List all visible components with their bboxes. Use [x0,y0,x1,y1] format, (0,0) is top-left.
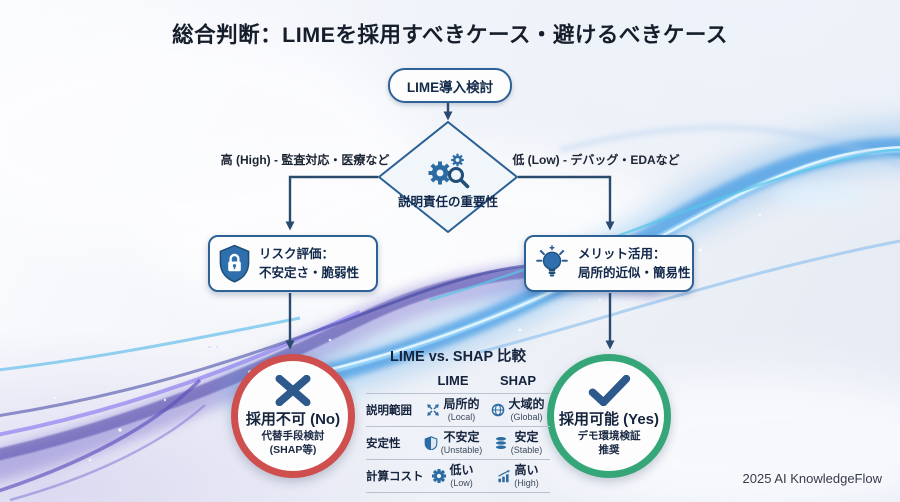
column-header-shap: SHAP [499,373,537,388]
stability-shap-sub: (Stable) [510,444,543,455]
stability-shap-value: 安定 [514,430,539,445]
accept-sub1-label: デモ環境検証 [577,429,641,442]
cost-shap-value: 高い [514,463,539,478]
cost-lime-value: 低い [449,463,474,478]
accept-sub2-label: 推奨 [598,444,620,456]
gears-search-icon [428,153,470,189]
row-label-cost: 計算コスト [366,459,424,494]
reject-circle: 採用不可 (No) 代替手段検討 (SHAP等) [231,354,355,478]
reject-sub2-label: (SHAP等) [269,444,317,456]
cell-stability-shap: 安定 (Stable) [486,426,550,459]
stability-lime-sub: (Unstable) [440,444,483,455]
merit-box-line1: メリット活用： [578,247,666,262]
x-mark-icon [275,374,311,406]
globe-icon [492,403,505,417]
arrows-expand-icon [427,404,440,416]
cost-lime-sub: (Low) [450,478,473,489]
database-icon [494,436,507,450]
branch-label-high: 高 (High) - 監査対応・医療など [220,153,390,167]
footer-credit: 2025 AI KnowledgeFlow [742,471,882,486]
cell-scope-lime: 局所的 (Local) [420,393,486,426]
lightbulb-icon [534,245,570,282]
comparison-table: LIME vs. SHAP 比較 LIME SHAP 説明範囲 [366,345,550,494]
risk-box-line1: リスク評価： [259,247,335,262]
checkmark-icon [588,374,631,406]
accept-circle: 採用可能 (Yes) デモ環境検証 推奨 [547,354,671,478]
column-header-lime: LIME [437,373,469,388]
start-node: LIME導入検討 [388,68,512,103]
cost-shap-sub: (High) [514,478,539,489]
scope-shap-sub: (Global) [510,411,543,422]
header-spacer [366,373,420,393]
merit-box-line2: 局所的近似・簡易性 [578,265,691,280]
gear-icon [432,469,447,484]
merit-box: メリット活用： 局所的近似・簡易性 [524,235,694,292]
stability-lime-value: 不安定 [443,430,480,445]
page-title: 総合判断：LIMEを採用すべきケース・避けるべきケース [172,23,728,47]
decision-label: 説明責任の重要性 [397,195,498,209]
scope-lime-sub: (Local) [447,411,476,422]
shield-lock-icon [218,244,251,283]
scope-shap-value: 大域的 [508,397,545,411]
cell-stability-lime: 不安定 (Unstable) [420,426,486,459]
accept-main-label: 採用可能 (Yes) [558,410,660,428]
row-label-stability: 安定性 [366,426,420,459]
reject-main-label: 採用不可 (No) [245,410,341,428]
risk-box-line2: 不安定さ・脆弱性 [259,265,360,280]
comparison-title: LIME vs. SHAP 比較 [390,349,526,365]
decision-node: 説明責任の重要性 [378,121,518,233]
shield-icon [424,436,438,451]
decision-diamond-shape [378,121,518,233]
cell-cost-shap: 高い (High) [486,459,550,494]
cell-cost-lime: 低い (Low) [420,459,486,494]
row-label-scope: 説明範囲 [366,393,420,426]
risk-box: リスク評価： 不安定さ・脆弱性 [208,235,378,292]
reject-sub1-label: 代替手段検討 [261,429,325,442]
bar-chart-up-icon [498,470,511,483]
branch-label-low: 低 (Low) - デバッグ・EDAなど [512,153,680,167]
start-node-label: LIME導入検討 [406,79,494,95]
scope-lime-value: 局所的 [443,397,480,411]
cell-scope-shap: 大域的 (Global) [486,393,550,426]
